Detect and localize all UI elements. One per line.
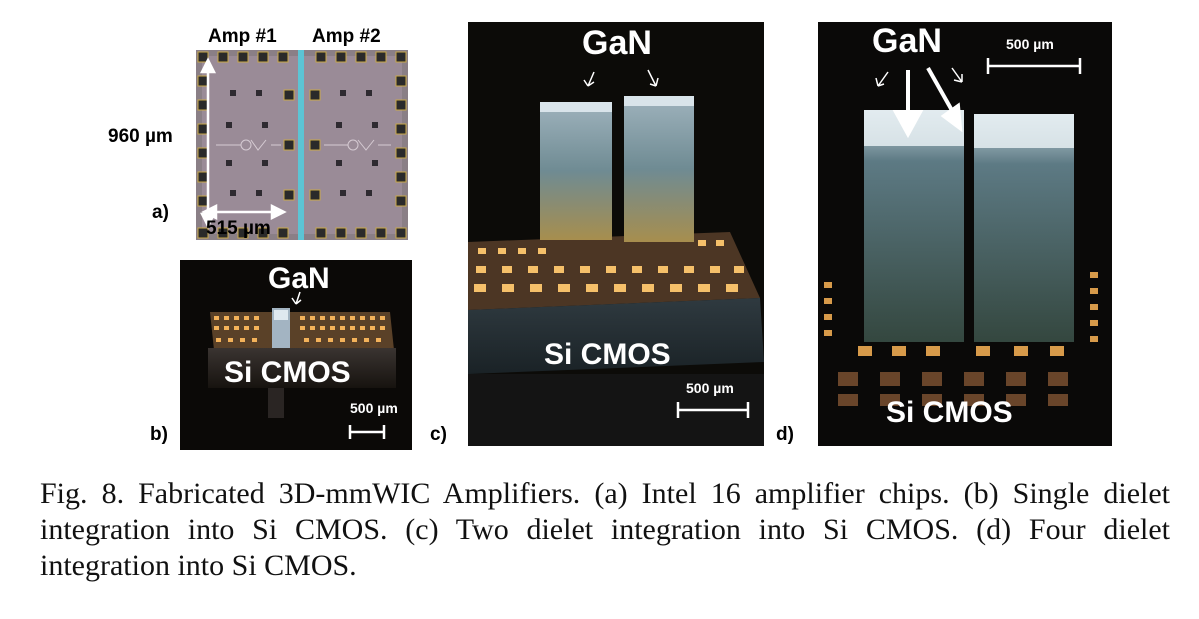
panel-b-scale-label: 500 µm (350, 400, 398, 416)
panel-a-letter: a) (152, 202, 169, 223)
width-dimension-label: 515 µm (206, 218, 271, 239)
panel-b-photo: GaN Si CMOS 500 µm (180, 260, 412, 450)
panel-d-scale-label: 500 µm (1006, 36, 1054, 52)
panel-c-photo: GaN Si CMOS 500 µm (468, 22, 764, 446)
panel-d-photo: GaN 500 µm Si CMOS (818, 22, 1112, 446)
panel-d-gan-label: GaN (872, 22, 942, 60)
panel-b-gan-label: GaN (268, 262, 330, 295)
height-dimension-label: 960 µm (108, 126, 173, 147)
panel-a: Amp #1 Amp #2 (108, 22, 420, 242)
panel-b-si-cmos-label: Si CMOS (224, 356, 351, 389)
panel-c-gan-label: GaN (582, 24, 652, 62)
panel-b-letter: b) (150, 424, 168, 445)
panel-c-si-cmos-label: Si CMOS (544, 338, 671, 371)
panel-d-letter: d) (776, 424, 794, 445)
amp2-label: Amp #2 (312, 26, 381, 47)
panel-d-si-cmos-label: Si CMOS (886, 396, 1013, 429)
amp1-label: Amp #1 (208, 26, 277, 47)
chip-layout-image (196, 50, 408, 240)
two-dielet-image (468, 22, 764, 446)
four-dielet-image (818, 22, 1112, 446)
figure-caption: Fig. 8. Fabricated 3D-mmWIC Amplifiers. … (40, 477, 1170, 582)
panel-c-letter: c) (430, 424, 447, 445)
panel-c-scale-label: 500 µm (686, 380, 734, 396)
single-dielet-image (180, 260, 412, 450)
